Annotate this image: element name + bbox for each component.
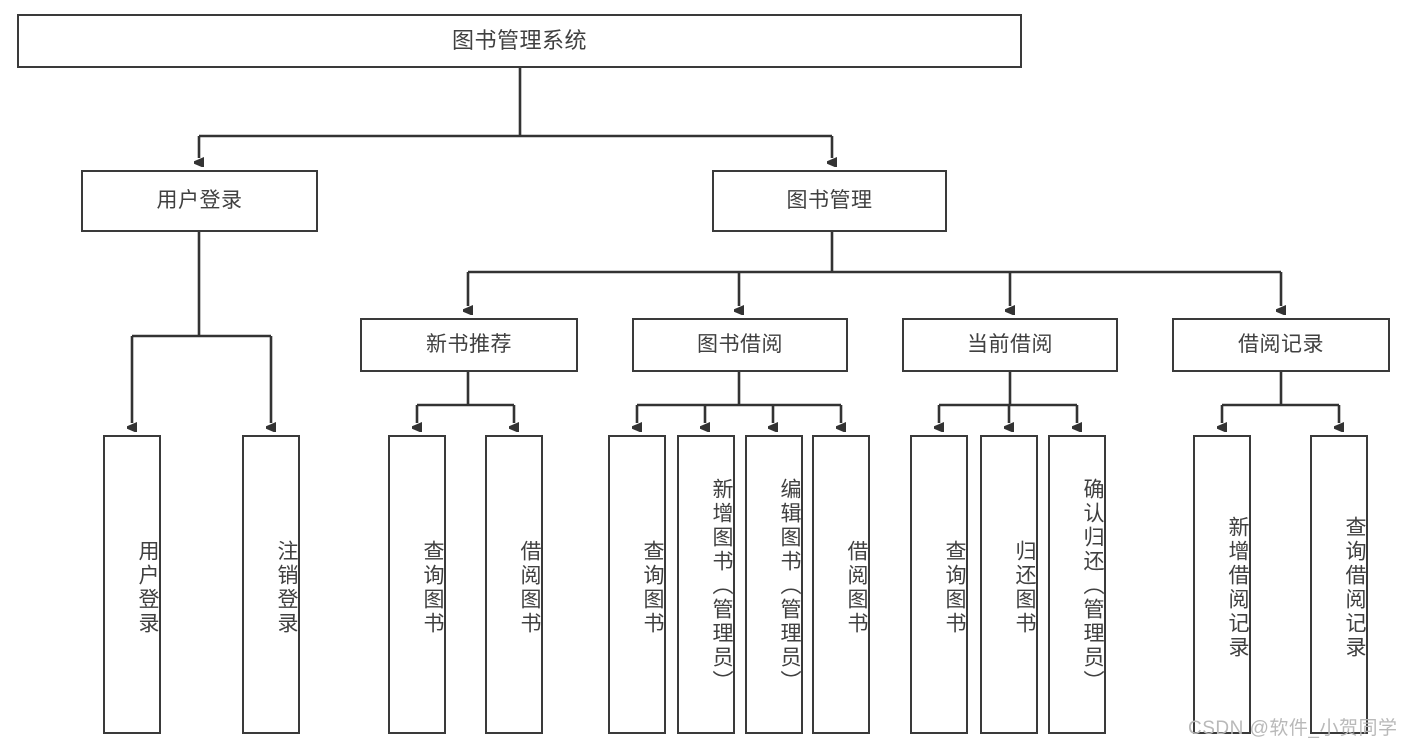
node-leaf-query-book-3[interactable]: 查询图书 — [910, 435, 968, 734]
node-leaf-query-book-1[interactable]: 查询图书 — [388, 435, 446, 734]
node-leaf-query-record[interactable]: 查询借阅记录 — [1310, 435, 1368, 734]
node-root[interactable]: 图书管理系统 — [17, 14, 1022, 68]
node-leaf-add-book[interactable]: 新增图书（管理员） — [677, 435, 735, 734]
node-borrow-record[interactable]: 借阅记录 — [1172, 318, 1390, 372]
node-leaf-logout[interactable]: 注销登录 — [242, 435, 300, 734]
node-book-manage[interactable]: 图书管理 — [712, 170, 947, 232]
node-book-borrow[interactable]: 图书借阅 — [632, 318, 848, 372]
node-user-login[interactable]: 用户登录 — [81, 170, 318, 232]
node-leaf-borrow-book-1[interactable]: 借阅图书 — [485, 435, 543, 734]
node-leaf-return-book[interactable]: 归还图书 — [980, 435, 1038, 734]
node-leaf-query-book-2[interactable]: 查询图书 — [608, 435, 666, 734]
node-leaf-confirm-return[interactable]: 确认归还（管理员） — [1048, 435, 1106, 734]
node-leaf-edit-book[interactable]: 编辑图书（管理员） — [745, 435, 803, 734]
node-leaf-borrow-book-2[interactable]: 借阅图书 — [812, 435, 870, 734]
node-new-book-rec[interactable]: 新书推荐 — [360, 318, 578, 372]
node-current-borrow[interactable]: 当前借阅 — [902, 318, 1118, 372]
node-leaf-add-record[interactable]: 新增借阅记录 — [1193, 435, 1251, 734]
node-leaf-user-login[interactable]: 用户登录 — [103, 435, 161, 734]
